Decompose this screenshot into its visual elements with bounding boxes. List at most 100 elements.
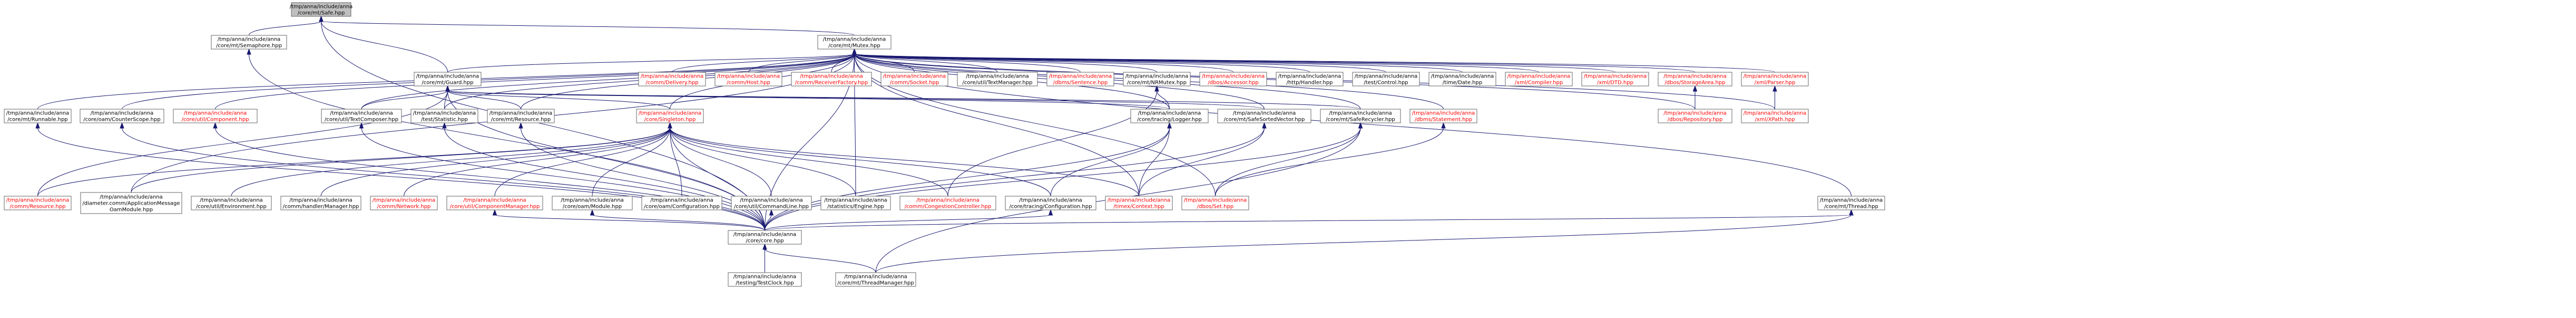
edge-core-to-safesortedvector [765, 122, 1267, 231]
edge-textmanager-to-mutex [852, 48, 998, 73]
node-counterscope[interactable]: /tmp/anna/include/anna/core/oam/CounterS… [80, 109, 164, 123]
node-testcontrol[interactable]: /tmp/anna/include/anna/test/Control.hpp [1352, 72, 1420, 86]
node-label-line: /tmp/anna/include/anna [1049, 74, 1112, 80]
node-congestion[interactable]: /tmp/anna/include/anna/comm/CongestionCo… [899, 196, 996, 210]
node-box [638, 72, 706, 86]
node-xpath[interactable]: /tmp/anna/include/anna/xml/XPath.hpp [1741, 109, 1809, 123]
node-label-line: /tmp/anna/include/anna [290, 4, 353, 10]
node-box [820, 196, 891, 210]
edge-guard-to-mutex [447, 48, 857, 73]
node-label-line: /tmp/anna/include/anna [1329, 111, 1392, 117]
node-threadmanager[interactable]: /tmp/anna/include/anna/core/mt/ThreadMan… [835, 272, 916, 287]
node-label-line: /tmp/anna/include/anna [1233, 111, 1296, 117]
node-component[interactable]: /tmp/anna/include/anna/core/util/Compone… [173, 109, 258, 123]
node-semaphore[interactable]: /tmp/anna/include/anna/core/mt/Semaphore… [211, 35, 287, 50]
node-statement[interactable]: /tmp/anna/include/anna/dbms/Statement.hp… [1409, 109, 1477, 123]
node-singleton[interactable]: /tmp/anna/include/anna/core/Singleton.hp… [636, 109, 704, 123]
edge-dbosset-to-statement [1215, 122, 1446, 197]
node-network[interactable]: /tmp/anna/include/anna/comm/Network.hpp [370, 196, 438, 210]
node-label-line: /tmp/anna/include/anna [561, 198, 624, 204]
node-label-line: /timex/Context.hpp [1113, 204, 1164, 210]
node-textcomposer[interactable]: /tmp/anna/include/anna/core/util/TextCom… [321, 109, 402, 123]
node-testclock[interactable]: /tmp/anna/include/anna/testing/TestClock… [728, 272, 802, 287]
node-host[interactable]: /tmp/anna/include/anna/comm/Host.hpp [714, 72, 782, 86]
node-label-line: /tmp/anna/include/anna [740, 198, 803, 204]
node-environment[interactable]: /tmp/anna/include/anna/core/util/Environ… [191, 196, 272, 210]
node-delivery[interactable]: /tmp/anna/include/anna/comm/Delivery.hpp [638, 72, 706, 86]
node-compiler[interactable]: /tmp/anna/include/anna/xml/Compiler.hpp [1505, 72, 1573, 86]
node-httphandler[interactable]: /tmp/anna/include/anna/http/Handler.hpp [1276, 72, 1344, 86]
node-label-line: /core/util/Environment.hpp [196, 204, 267, 210]
node-label-line: /core/Singleton.hpp [644, 117, 696, 123]
node-sentence[interactable]: /tmp/anna/include/anna/dbms/Sentence.hpp [1046, 72, 1114, 86]
node-label-line: /core/mt/Guard.hpp [422, 80, 473, 86]
node-label-line: /core/mt/Mutex.hpp [828, 43, 880, 49]
node-modulemanager[interactable]: /tmp/anna/include/anna/core/oam/Module.h… [552, 196, 633, 210]
node-textmanager[interactable]: /tmp/anna/include/anna/core/util/TextMan… [957, 72, 1038, 86]
node-tracelogger[interactable]: /tmp/anna/include/anna/core/tracing/Logg… [1130, 109, 1209, 123]
node-saferecycler[interactable]: /tmp/anna/include/anna/core/mt/SafeRecyc… [1320, 109, 1401, 123]
node-label-line: /tmp/anna/include/anna [373, 198, 436, 204]
node-receiverfactory[interactable]: /tmp/anna/include/anna/comm/ReceiverFact… [791, 72, 872, 86]
node-label-line: /tmp/anna/include/anna [1108, 198, 1171, 204]
node-statengine[interactable]: /tmp/anna/include/anna/statistics/Engine… [820, 196, 891, 210]
node-core[interactable]: /tmp/anna/include/anna/core/core.hpp [728, 230, 802, 245]
node-timexcontext[interactable]: /tmp/anna/include/anna/timex/Context.hpp [1105, 196, 1173, 210]
edge-core-to-singleton [668, 122, 765, 231]
node-label-line: /comm/Delivery.hpp [645, 80, 698, 86]
node-resource[interactable]: /tmp/anna/include/anna/core/mt/Resource.… [487, 109, 555, 123]
node-mutex[interactable]: /tmp/anna/include/anna/core/mt/Mutex.hpp [817, 35, 892, 50]
node-label-line: /xml/DTD.hpp [1597, 80, 1633, 86]
edge-xpath-to-parser [1772, 85, 1777, 110]
node-statistic[interactable]: /tmp/anna/include/anna/test/Statistic.hp… [410, 109, 478, 123]
edge-core-to-counterscope [120, 122, 765, 231]
node-label-line: /tmp/anna/include/anna [416, 74, 479, 80]
node-handlermanager[interactable]: /tmp/anna/include/anna/comm/handler/Mana… [280, 196, 361, 210]
node-safesortedvector[interactable]: /tmp/anna/include/anna/core/mt/SafeSorte… [1217, 109, 1311, 123]
node-label-line: /comm/Network.hpp [377, 204, 431, 210]
node-tracingconfig[interactable]: /tmp/anna/include/anna/core/tracing/Conf… [1005, 196, 1096, 210]
node-label-line: /tmp/anna/include/anna [733, 274, 797, 280]
node-dbosset[interactable]: /tmp/anna/include/anna/dbos/Set.hpp [1181, 196, 1249, 210]
node-box [1409, 109, 1477, 123]
node-label-line: /core/tracing/Configuration.hpp [1010, 204, 1092, 210]
node-repository[interactable]: /tmp/anna/include/anna/dbos/Repository.h… [1658, 109, 1732, 123]
node-dbaccessor[interactable]: /tmp/anna/include/anna/dbos/Accessor.hpp [1199, 72, 1267, 86]
node-label-line: /tmp/anna/include/anna [639, 111, 702, 117]
node-label-line: /dbos/Repository.hpp [1668, 117, 1723, 123]
node-label-line: /tmp/anna/include/anna [844, 274, 907, 280]
node-commresource[interactable]: /tmp/anna/include/anna/comm/Resource.hpp [4, 196, 72, 210]
node-thread[interactable]: /tmp/anna/include/anna/core/mt/Thread.hp… [1817, 196, 1885, 210]
edge-threadmanager-to-thread [875, 209, 1854, 273]
node-parser[interactable]: /tmp/anna/include/anna/xml/Parser.hpp [1741, 72, 1809, 86]
node-box [1817, 196, 1885, 210]
node-box [280, 196, 361, 210]
node-label-line: /xml/Compiler.hpp [1515, 80, 1563, 86]
edge-threadmanager-to-core [762, 243, 876, 273]
node-storagearea[interactable]: /tmp/anna/include/anna/dbos/StorageArea.… [1658, 72, 1732, 86]
edge-handlermanager-to-singleton [320, 122, 672, 197]
node-socket[interactable]: /tmp/anna/include/anna/comm/Socket.hpp [880, 72, 948, 86]
edge-commresource-to-guard [37, 85, 450, 197]
node-box [817, 35, 892, 50]
edge-dbosset-to-saferecycler [1215, 122, 1363, 197]
node-label-line: /tmp/anna/include/anna [91, 111, 154, 117]
node-label-line: /tmp/anna/include/anna [218, 37, 281, 43]
node-nrmutex[interactable]: /tmp/anna/include/anna/core/mt/NRMutex.h… [1123, 72, 1191, 86]
node-dtd[interactable]: /tmp/anna/include/anna/xml/DTD.hpp [1581, 72, 1649, 86]
edge-commandline-to-singleton [668, 122, 772, 197]
node-appmsgoam[interactable]: /tmp/anna/include/anna/diameter.comm/App… [80, 192, 182, 214]
node-guard[interactable]: /tmp/anna/include/anna/core/mt/Guard.hpp [414, 72, 482, 86]
node-timedate[interactable]: /tmp/anna/include/anna/time/Date.hpp [1428, 72, 1496, 86]
node-componentmanager[interactable]: /tmp/anna/include/anna/core/util/Compone… [446, 196, 543, 210]
node-box [552, 196, 633, 210]
node-label-line: /test/Control.hpp [1364, 80, 1408, 86]
node-commandline[interactable]: /tmp/anna/include/anna/core/util/Command… [731, 196, 812, 210]
node-box [791, 72, 872, 86]
node-configuration[interactable]: /tmp/anna/include/anna/core/oam/Configur… [641, 196, 722, 210]
node-label-line: /dbms/Sentence.hpp [1053, 80, 1108, 86]
node-runnable[interactable]: /tmp/anna/include/anna/core/mt/Runnable.… [4, 109, 72, 123]
node-label-line: /core/mt/Runnable.hpp [7, 117, 68, 123]
node-box [173, 109, 258, 123]
